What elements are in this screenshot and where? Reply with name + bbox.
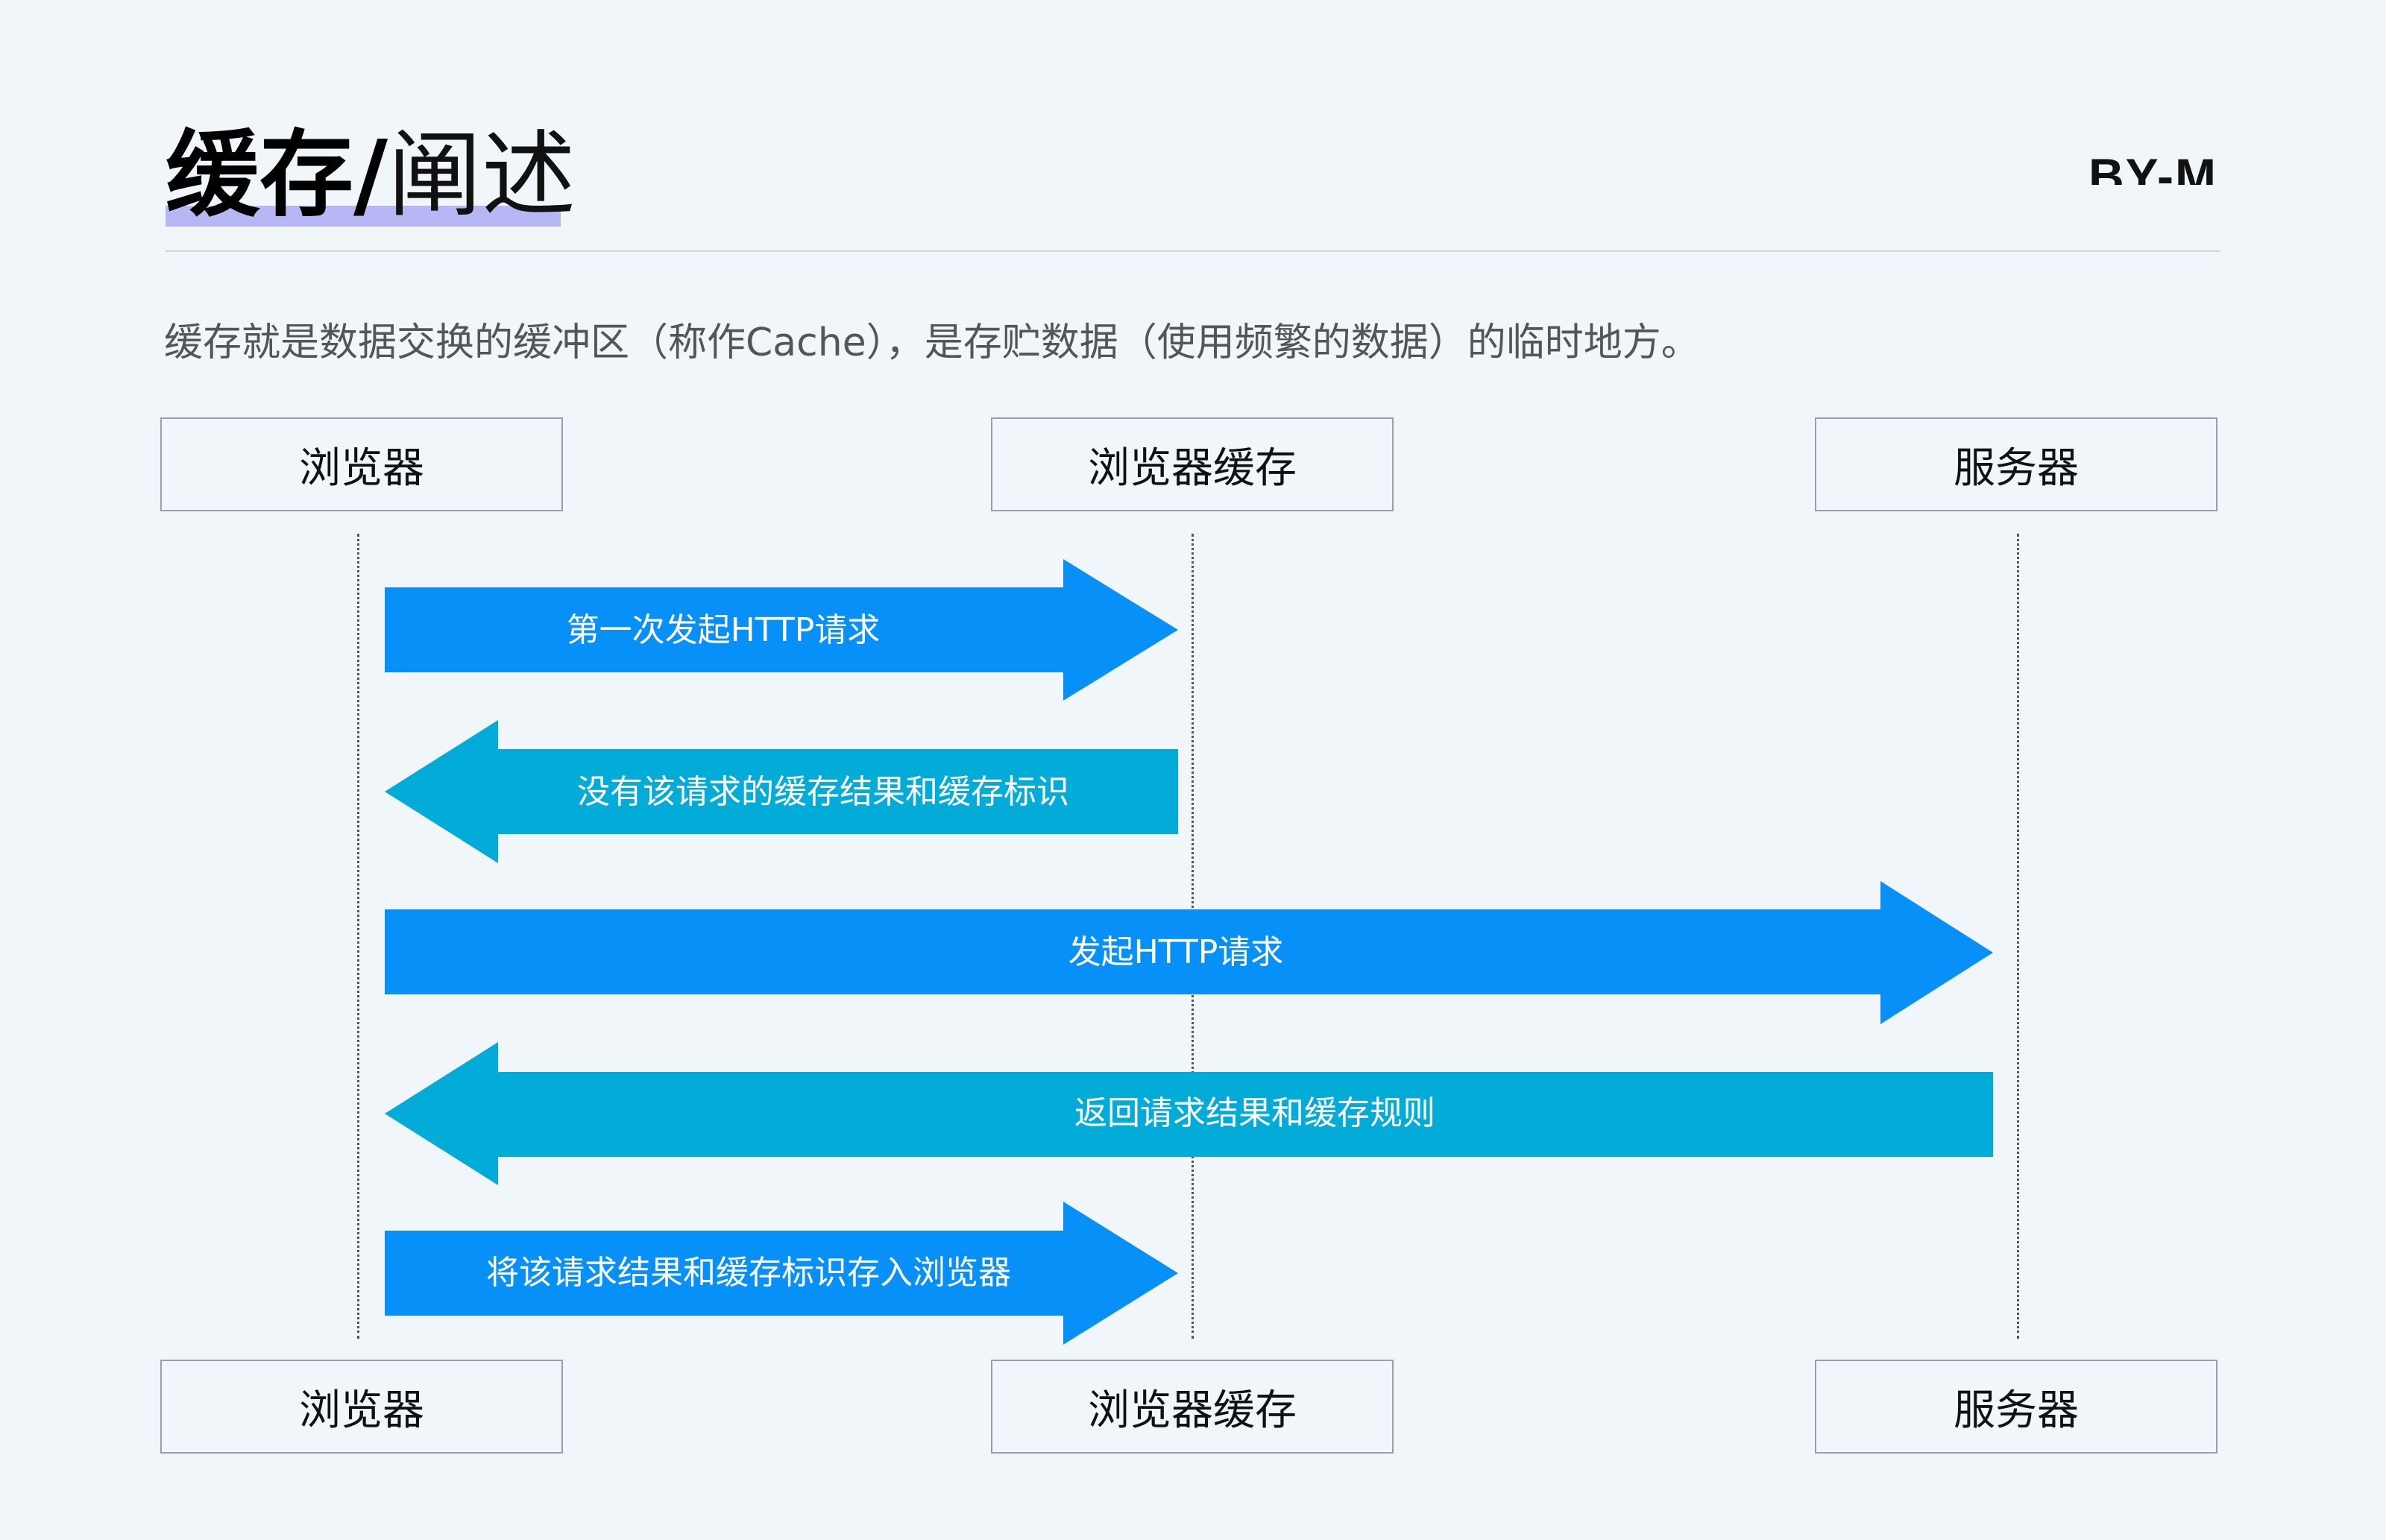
participant-browser-bottom: 浏览器 — [160, 1360, 563, 1454]
lifeline-browser — [357, 534, 359, 1339]
message-5-arrow — [385, 1202, 1178, 1345]
message-1: 第一次发起HTTP请求 — [385, 559, 1178, 701]
header-divider — [166, 250, 2220, 252]
participant-cache-top: 浏览器缓存 — [991, 417, 1394, 511]
message-4: 返回请求结果和缓存规则 — [385, 1042, 1993, 1185]
message-2-label: 没有该请求的缓存结果和缓存标识 — [577, 773, 1069, 811]
message-1-label: 第一次发起HTTP请求 — [567, 611, 881, 649]
participant-cache-bottom: 浏览器缓存 — [991, 1360, 1394, 1454]
message-5-label: 将该请求结果和缓存标识存入浏览器 — [486, 1254, 1011, 1292]
participant-server-bottom: 服务器 — [1815, 1360, 2217, 1454]
message-3: 发起HTTP请求 — [385, 881, 1993, 1024]
message-2: 没有该请求的缓存结果和缓存标识 — [385, 720, 1178, 863]
title-light: 阐述 — [388, 120, 576, 230]
message-5: 将该请求结果和缓存标识存入浏览器 — [385, 1202, 1178, 1345]
title-bold: 缓存 — [166, 120, 353, 230]
message-3-label: 发起HTTP请求 — [1068, 933, 1284, 971]
message-1-arrow — [385, 559, 1178, 701]
message-3-arrow — [385, 881, 1993, 1024]
participant-server-top: 服务器 — [1815, 417, 2217, 511]
title-highlight — [166, 206, 561, 227]
brand-logo: BY-M — [2088, 148, 2217, 185]
title-slash: / — [353, 120, 388, 230]
title-text: 缓存/阐述 — [166, 119, 576, 231]
lifeline-server — [2017, 534, 2019, 1339]
participant-browser-top: 浏览器 — [160, 417, 563, 511]
message-4-arrow — [385, 1042, 1993, 1185]
intro-text: 缓存就是数据交换的缓冲区（称作Cache），是存贮数据（使用频繁的数据）的临时地… — [164, 321, 1700, 365]
message-4-label: 返回请求结果和缓存规则 — [1074, 1094, 1435, 1132]
message-2-arrow — [385, 720, 1178, 863]
